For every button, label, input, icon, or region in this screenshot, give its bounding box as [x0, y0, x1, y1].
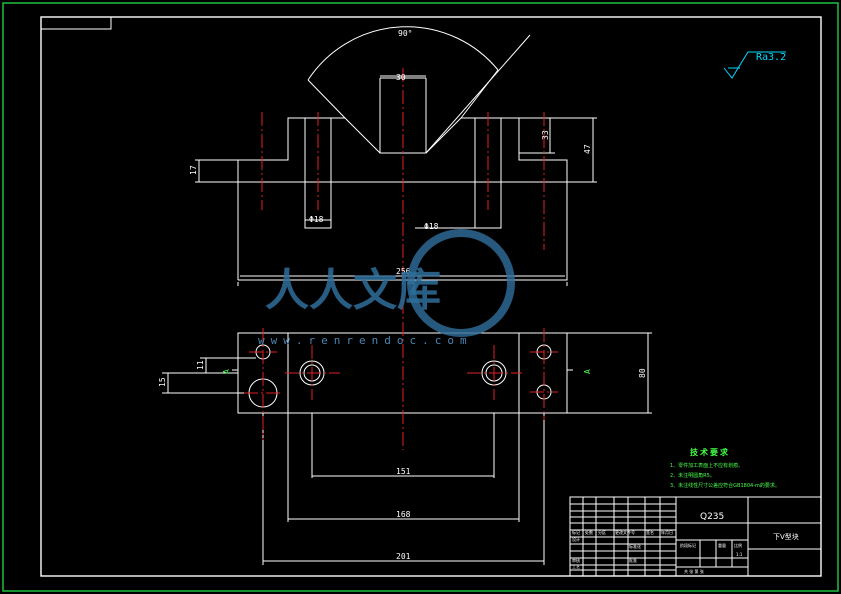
dim-base-height: 17 [189, 165, 198, 175]
surface-finish-label: Ra3.2 [756, 52, 786, 63]
tech-requirements: 技术要求 1、零件加工表面上不应有划痕。 2、未注明圆角R5。 3、未注线性尺寸… [670, 447, 780, 489]
tech-req-item-3: 3、未注线性尺寸公差应符合GB1804-m的要求。 [670, 482, 780, 489]
top-centerlines [244, 300, 558, 450]
section-mark-right: A [583, 369, 592, 374]
front-centerlines [261, 68, 545, 285]
tb-cell-15: 共 张 第 张 [684, 568, 704, 574]
tb-cell-7: 设计 [572, 536, 580, 542]
tb-cell-10: 工艺 [572, 564, 580, 569]
material-label: Q235 [700, 512, 724, 522]
tech-req-item-2: 2、未注明圆角R5。 [670, 472, 715, 479]
tech-req-title: 技术要求 [690, 447, 730, 457]
dim-angle: 90° [398, 29, 412, 38]
dim-length-total: 256 [396, 267, 411, 276]
dim-height-total: 47 [583, 144, 592, 154]
dim-offset-15: 15 [158, 377, 167, 387]
tb-cell-14: 比例 [734, 542, 742, 548]
tech-req-item-1: 1、零件加工表面上不应有划痕。 [670, 462, 743, 469]
dim-offset-11: 11 [196, 360, 205, 370]
surface-finish-symbol: Ra3.2 [723, 51, 786, 79]
tb-cell-4: 更改文件号 [615, 529, 635, 535]
tb-cell-9: 审核 [572, 557, 580, 563]
dim-slot-width: 30 [396, 73, 406, 82]
dim-section-width: 80 [638, 368, 647, 378]
front-view [195, 26, 597, 286]
dim-hole-left: Φ18 [309, 215, 324, 224]
dim-span-168: 168 [396, 510, 411, 519]
watermark-text: 人人文库 [265, 265, 441, 316]
tb-cell-12: 阶段标记 [680, 542, 696, 548]
part-name-label: 下V型块 [773, 532, 799, 541]
dim-hole-right: Φ18 [424, 222, 439, 231]
section-mark-left: A [222, 369, 231, 374]
dim-v-depth: 33 [541, 130, 550, 140]
tb-cell-13: 重量 [718, 542, 726, 548]
watermark-url: www.renrendoc.com [258, 334, 473, 347]
tb-cell-5: 签名 [646, 529, 654, 535]
inner-frame [40, 16, 822, 577]
dim-span-151: 151 [396, 467, 411, 476]
tb-cell-6: 年月日 [661, 529, 673, 535]
tb-cell-2: 处数 [585, 529, 593, 535]
code-box [40, 16, 112, 30]
dim-span-201: 201 [396, 552, 411, 561]
tb-scale: 1:1 [736, 552, 743, 557]
title-block [569, 496, 822, 577]
tb-cell-1: 标记 [572, 529, 580, 535]
watermark: 人人文库 www.renrendoc.com [258, 229, 515, 347]
tb-cell-11: 批准 [629, 557, 637, 563]
tb-cell-8: 标准化 [629, 543, 641, 549]
tb-cell-3: 分区 [598, 529, 606, 535]
